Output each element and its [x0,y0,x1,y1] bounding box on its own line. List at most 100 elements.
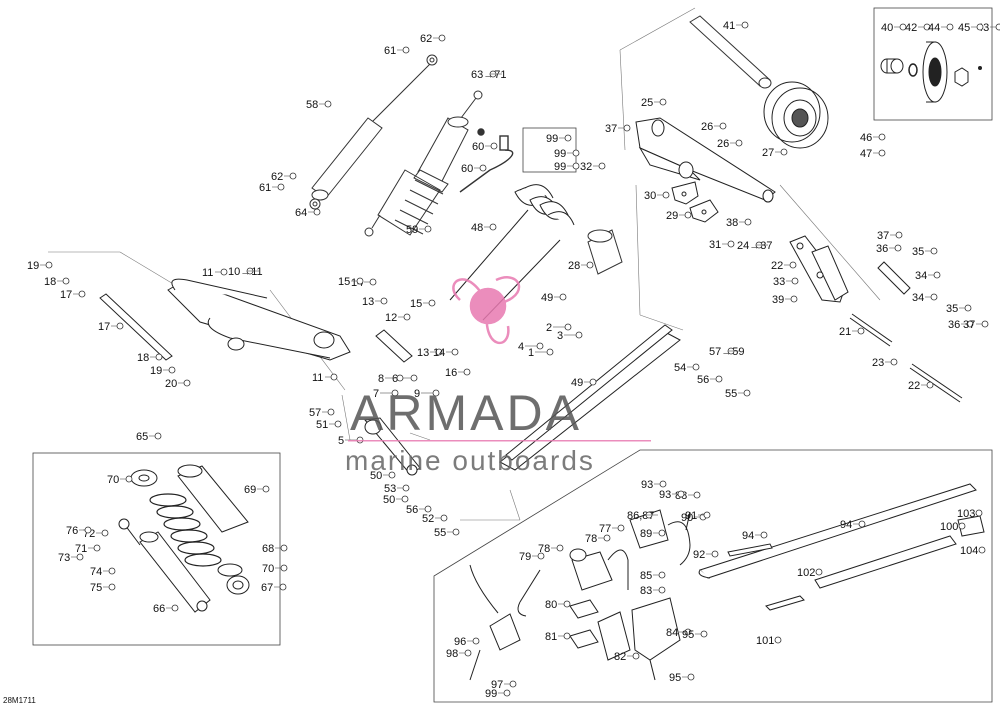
fastener-marker [958,522,966,530]
fastener-marker [424,225,432,233]
fastener-marker [402,484,410,492]
fastener-marker [727,240,735,248]
fastener-marker [572,149,580,157]
callout-label: 93 [641,479,653,491]
fastener-marker [108,567,116,575]
callout-label: 54 [674,362,686,374]
fastener-marker [623,124,631,132]
fastener-marker [780,148,788,156]
callout-label: 77 [599,523,611,535]
slide-rail-48 [499,324,681,471]
fastener-marker [815,568,823,576]
callout-label: 41 [723,20,735,32]
callout-label: 67 [261,582,273,594]
fastener-marker [975,509,983,517]
callout-label: 70 [107,474,119,486]
fastener-marker [735,139,743,147]
callout-label: 55 [434,527,446,539]
callout-label: 78 [538,543,550,555]
fastener-marker [479,164,487,172]
callout-label: 31 [709,239,721,251]
strip-92 [727,543,773,557]
fastener-marker [563,600,571,608]
callout-label: 6 [392,373,398,385]
callout-label: 55 [725,388,737,400]
fastener-marker [330,373,338,381]
callout-label: 60 [472,141,484,153]
fastener-marker [684,211,692,219]
fastener-marker [617,524,625,532]
nut-43 [954,67,969,87]
group-box-38-43 [873,7,993,121]
callout-label: 81 [545,631,557,643]
fastener-marker [463,368,471,376]
fastener-marker [155,353,163,361]
fastener-marker [356,277,364,285]
bracket-85-88 [629,509,691,566]
callout-label: 27 [762,147,774,159]
shaft-16 [99,293,173,361]
callout-label: 101 [756,635,774,647]
fastener-marker [489,223,497,231]
fastener-marker [662,191,670,199]
rod-20 [849,313,893,347]
callout-label: 97 [491,679,503,691]
callout-label: 47 [860,148,872,160]
bracket-80-81 [631,597,681,681]
reference-code: 28M1711 [3,696,36,705]
callout-label: 5 [338,435,344,447]
front-arm-10-11 [167,278,351,361]
callout-label: 28 [568,260,580,272]
fastener-marker [930,247,938,255]
callout-label: 11 [312,372,323,384]
fastener-marker [858,520,866,528]
callout-label: 15 [410,298,422,310]
fastener-marker [857,327,865,335]
fastener-marker [677,490,685,498]
link-5 [364,417,421,476]
callout-label: 74 [90,566,102,578]
callout-label: 99 [546,133,558,145]
fastener-marker [556,544,564,552]
callout-label: 20 [165,378,177,390]
callout-label: 19 [150,365,162,377]
fastener-marker [154,432,162,440]
fastener-marker [933,271,941,279]
fastener-marker [700,630,708,638]
callout-label: 99 [554,148,566,160]
fastener-marker [410,374,418,382]
fastener-marker [586,261,594,269]
fastener-marker [743,389,751,397]
callout-label: 64 [295,207,307,219]
fastener-marker [334,420,342,428]
fastener-marker [598,162,606,170]
fastener-marker [575,331,583,339]
callout-label: 89 [640,528,652,540]
fastener-marker [563,632,571,640]
callout-label: 32 [580,161,592,173]
spring-adjuster-65 [226,575,250,595]
fastener-marker [703,511,711,519]
fastener-marker [744,218,752,226]
callout-label: 62 [271,171,283,183]
callout-label: 19 [27,260,39,272]
callout-label: 57 [309,407,321,419]
callout-label: 94 [840,519,852,531]
callout-label: 48 [471,222,483,234]
spring-seat-69 [130,469,158,487]
fastener-marker [572,162,580,170]
rocker-arm-32 [789,235,849,303]
callout-label: 85 [640,570,652,582]
strip-102 [765,595,805,611]
torsion-spring-46 [449,184,575,321]
fastener-marker [428,299,436,307]
coil-spring-66 [149,493,222,567]
fastener-marker [790,295,798,303]
fastener-marker [464,649,472,657]
ring-40 [908,63,918,77]
rear-arm-25 [635,117,776,203]
fastener-marker [546,348,554,356]
fastener-marker [659,98,667,106]
